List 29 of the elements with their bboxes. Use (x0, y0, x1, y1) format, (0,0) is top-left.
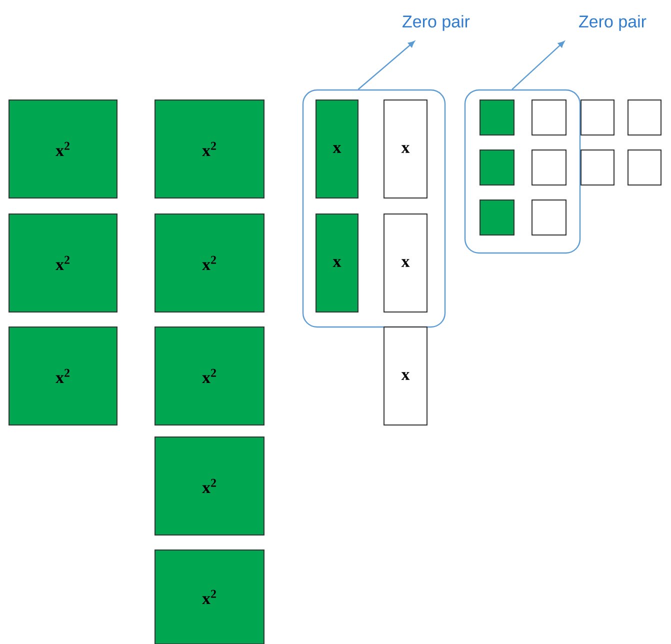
negative-tile: x (384, 100, 428, 198)
positive-tile (480, 149, 514, 186)
negative-tile (580, 100, 614, 136)
negative-tile (532, 199, 566, 236)
negative-tile: x (384, 326, 428, 426)
negative-tile (628, 149, 662, 186)
positive-tile: x$^{2}$ (8, 213, 118, 312)
negative-tile: x (384, 213, 428, 312)
zero-pair-outline (302, 89, 446, 328)
arrow (358, 40, 415, 90)
positive-tile: x$^{2}$ (8, 326, 118, 426)
zero-pair-label: Zero pair (402, 15, 470, 31)
negative-tile (628, 100, 662, 136)
arrow (512, 41, 565, 90)
negative-tile (580, 149, 614, 186)
positive-tile: x$^{2}$ (154, 100, 264, 198)
positive-tile: x (316, 100, 358, 198)
positive-tile: x$^{2}$ (154, 436, 264, 536)
positive-tile: x$^{2}$ (154, 549, 264, 644)
zero-pair-label: Zero pair (579, 15, 646, 31)
positive-tile: x$^{2}$ (154, 213, 264, 312)
negative-tile (532, 149, 566, 186)
positive-tile (480, 100, 514, 136)
positive-tile: x$^{2}$ (8, 100, 118, 198)
positive-tile (480, 199, 514, 236)
positive-tile: x$^{2}$ (154, 326, 264, 426)
negative-tile (532, 100, 566, 136)
positive-tile: x (316, 213, 358, 312)
zero-pair-outline (464, 89, 581, 254)
